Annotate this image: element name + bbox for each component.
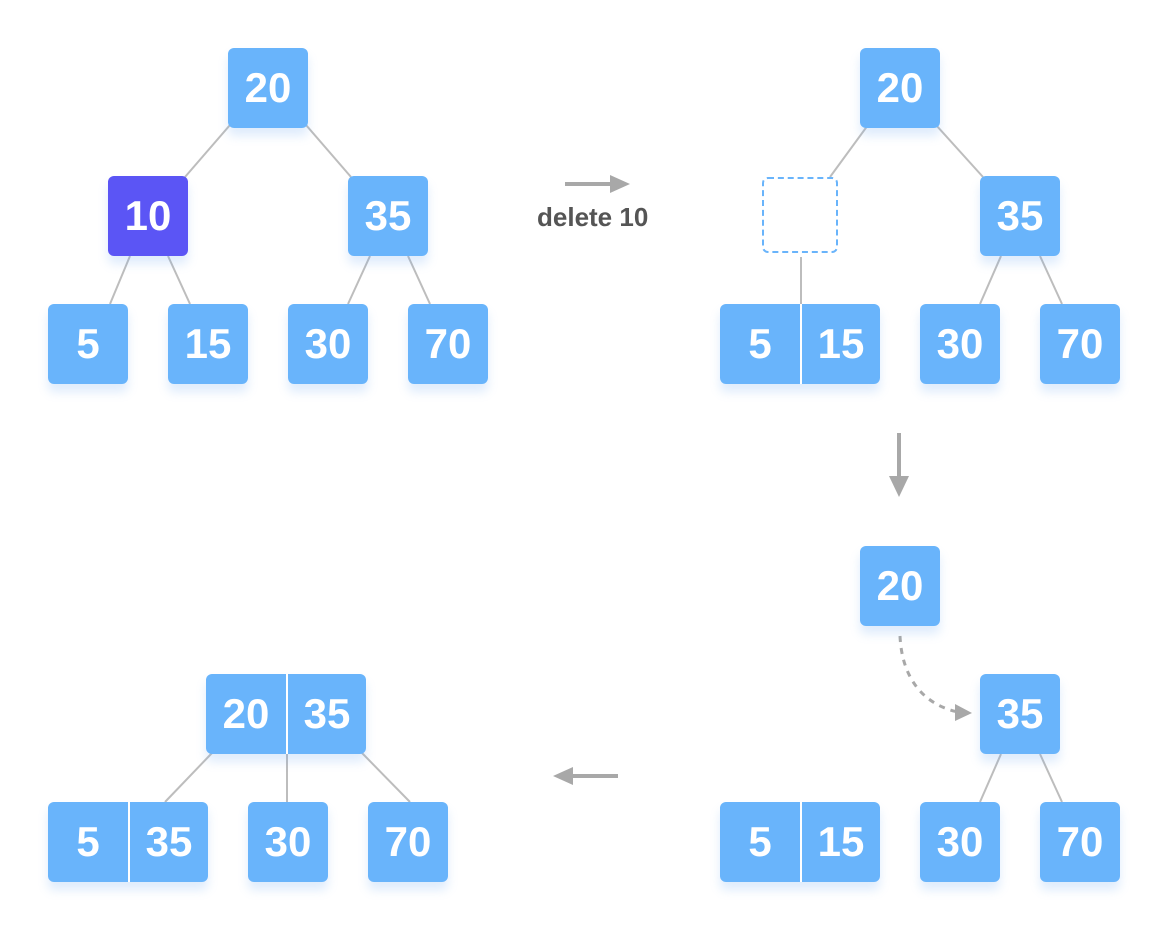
step1-leaf-node: 15 xyxy=(168,304,248,384)
step4-leaf-node: 70 xyxy=(368,802,448,882)
key-cell: 10 xyxy=(108,176,188,256)
arrow-right-icon xyxy=(565,175,630,193)
key-cell: 5 xyxy=(720,304,800,384)
step2-leaf-node: 70 xyxy=(1040,304,1120,384)
key-cell: 35 xyxy=(980,176,1060,256)
step3-leaf-node: 30 xyxy=(920,802,1000,882)
key-cell: 70 xyxy=(368,802,448,882)
key-cell: 5 xyxy=(48,304,128,384)
key-cell: 15 xyxy=(168,304,248,384)
edge xyxy=(935,124,984,178)
arrow-down-icon xyxy=(889,433,909,497)
key-cell: 35 xyxy=(128,802,208,882)
key-cell: 70 xyxy=(408,304,488,384)
edge xyxy=(167,255,191,305)
step3-merged-leaf-node: 5 15 xyxy=(720,802,880,882)
step4-root-node: 20 35 xyxy=(206,674,366,754)
step1-leaf-node: 5 xyxy=(48,304,128,384)
edge xyxy=(1039,255,1063,305)
key-cell: 5 xyxy=(48,802,128,882)
step1-leaf-node: 70 xyxy=(408,304,488,384)
key-cell: 15 xyxy=(800,802,880,882)
edge xyxy=(361,752,411,803)
key-cell: 35 xyxy=(348,176,428,256)
key-cell: 30 xyxy=(288,304,368,384)
key-cell: 15 xyxy=(800,304,880,384)
key-cell: 20 xyxy=(860,546,940,626)
key-cell: 30 xyxy=(248,802,328,882)
step2-root-node: 20 xyxy=(860,48,940,128)
step1-leaf-node: 30 xyxy=(288,304,368,384)
step3-leaf-node: 70 xyxy=(1040,802,1120,882)
step1-right-node: 35 xyxy=(348,176,428,256)
key-cell: 20 xyxy=(228,48,308,128)
edge xyxy=(1039,753,1063,803)
edge xyxy=(109,255,131,305)
step2-right-node: 35 xyxy=(980,176,1060,256)
key-cell: 20 xyxy=(860,48,940,128)
key-cell: 70 xyxy=(1040,304,1120,384)
step4-merged-leaf-node: 5 35 xyxy=(48,802,208,882)
key-cell: 35 xyxy=(980,674,1060,754)
edge xyxy=(979,255,1002,305)
step3-right-node: 35 xyxy=(980,674,1060,754)
edge xyxy=(347,255,371,305)
step2-empty-node xyxy=(762,177,838,253)
step2-merged-leaf-node: 5 15 xyxy=(720,304,880,384)
step1-node-to-delete: 10 xyxy=(108,176,188,256)
step2-leaf-node: 30 xyxy=(920,304,1000,384)
dashed-move-arrow-icon xyxy=(898,635,972,721)
edge xyxy=(407,255,431,305)
arrow-left-icon xyxy=(553,767,618,785)
edge xyxy=(829,124,869,178)
edge xyxy=(184,124,231,178)
edge xyxy=(164,752,213,803)
key-cell: 30 xyxy=(920,304,1000,384)
step4-leaf-node: 30 xyxy=(248,802,328,882)
key-cell: 30 xyxy=(920,802,1000,882)
step1-root-node: 20 xyxy=(228,48,308,128)
key-cell: 35 xyxy=(286,674,366,754)
step3-root-node: 20 xyxy=(860,546,940,626)
key-cell: 5 xyxy=(720,802,800,882)
key-cell: 20 xyxy=(206,674,286,754)
edge xyxy=(305,124,352,178)
delete-caption: delete 10 xyxy=(537,202,649,232)
edge xyxy=(979,753,1002,803)
key-cell: 70 xyxy=(1040,802,1120,882)
